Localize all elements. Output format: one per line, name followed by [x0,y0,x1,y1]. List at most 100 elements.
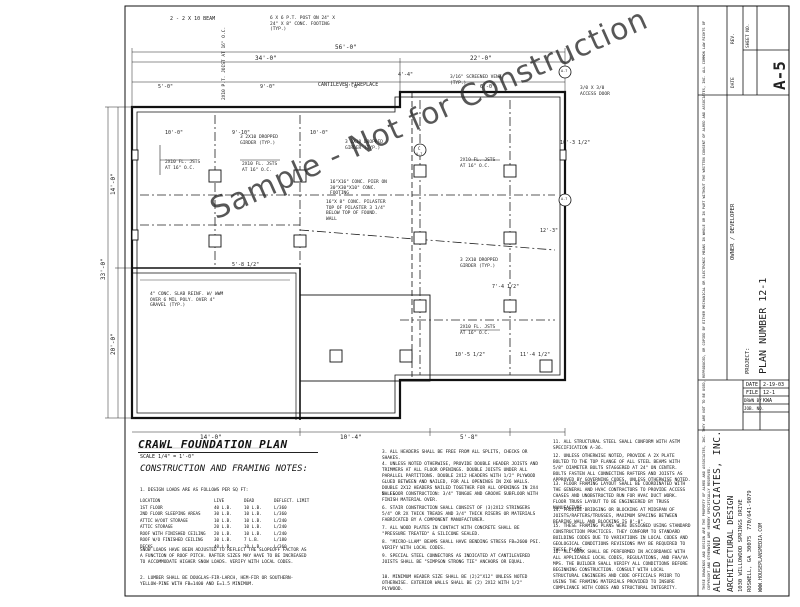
copyright-notice: THESE DRAWINGS AND DESIGN ARE THE PROPER… [702,20,711,590]
note-1b: SNOW LOADS HAVE BEEN ADJUSTED TO REFLECT… [140,548,307,565]
cell: 10 L.B. [214,517,232,523]
dim-left-height: 33'-0" [100,258,107,280]
callout-a7: A-7 [561,69,568,73]
project-name: PLAN NUMBER 12-1 [758,277,769,374]
cell: ROOF W/O FINISHED CEILING [140,537,204,542]
dim-d8: 10'-0" [310,130,329,136]
callout-beam-top: 2 - 2 X 10 BEAM [170,16,216,22]
dim-d7: 9'-10" [232,130,251,136]
callout-a2: A-7 [416,152,423,156]
dim-d4: 4'-4" [398,72,414,78]
callout-screened-vent: 3/16" SCREENED VENT (TYP.) [450,75,502,86]
callout-jets-1: 2X10 FL. JSTS AT 16" O.C. [165,160,201,171]
note-5: 5. FLOOR CONSTRUCTION: 3/4" TONGUE AND G… [382,492,538,503]
note-11: 11. ALL STRUCTURAL STEEL SHALL CONFORM W… [553,440,680,451]
cell: ATTIC STORAGE [140,524,173,529]
date-label: DATE [746,382,759,388]
header-live: LIVE [214,498,225,503]
dim-bottom-right1: 10'-4" [340,434,362,441]
callout-girder-3: 3 2X10 DROPPED GIRDER (TYP.) [460,258,498,269]
company-division: ARCHITECTURAL DESIGN [726,495,735,592]
note-7: 7. ALL WOOD PLATES IN CONTACT WITH CONCR… [382,526,520,537]
callout-a7b: A-7 [561,197,568,201]
dim-d5: 6'-0" [480,84,496,90]
cell: L/240 [274,530,287,536]
note-1: 1. DESIGN LOADS ARE AS FOLLOWS PER SQ FT… [140,488,249,493]
section-callouts [413,65,572,207]
cell: L/240 [274,517,287,523]
job-label: JOB. NO. [744,406,765,411]
cell: 2ND FLOOR SLEEPING AREAS [140,511,201,516]
callout-cantilever: CANTILEVER FIREPLACE [318,82,379,88]
callout-joist-label: 2X10 P.T. JOIST AT 16" O.C. [222,26,227,100]
piers [131,149,567,373]
company-city: ROSWELL, GA 30075 [747,535,753,592]
callout-jets-2: 2X10 FL. JSTS AT 16" O.C. [242,162,278,173]
cell: 20 L.B. [214,530,232,536]
cell: 10 L.B. [244,524,262,529]
cell: L/360 [274,504,287,510]
project-label: PROJECT: [745,347,751,375]
load-table-header: LOCATION LIVE DEAD DEFLECT. LIMIT [140,498,314,505]
cell: 40 L.B. [214,543,232,549]
cell: L/180 [274,537,287,542]
date-value: 2-19-03 [763,382,785,388]
callout-slab: 4" CONC. SLAB REINF. W/ WWM OVER 6 MIL P… [150,292,224,308]
cell: 10 L.B. [244,517,262,523]
cell: 1ST FLOOR [140,504,163,510]
callout-girder-2: 3 2X10 DROPPED GIRDER (TYP.) [345,140,383,151]
cell: 40 L.B. [214,504,232,510]
sheet-label: SHEET NO. [746,23,751,48]
plan-scale: SCALE 1/4" = 1'-0" [140,454,195,460]
company-phone: 770/641-9079 [747,490,753,530]
cell: L/240 [274,524,287,529]
cell: 30 L.B. [214,537,232,542]
cell: 10 L.B. [244,511,262,516]
notes-heading: CONSTRUCTION AND FRAMING NOTES: [140,464,308,474]
foundation-walls [130,90,567,420]
rev-label: REV. [731,33,736,44]
dim-d10: 10'-3 1/2" [560,140,591,146]
cell: ROOF WITH FINISHED CEILING [140,530,206,536]
file-label: FILE [746,390,759,396]
dimension-lines [105,48,566,436]
dim-d11: 10'-5 1/2" [455,352,486,358]
dim-bottom-mid: 14'-0" [200,434,222,441]
note-3: 3. ALL HEADERS SHALL BE FREE FROM ALL SP… [382,450,528,461]
note-12: 12. UNLESS OTHERWISE NOTED, PROVIDE A 2X… [553,454,691,483]
dim-d14: 7'-4 1/2" [492,284,520,290]
dim-d6: 10'-0" [165,130,184,136]
dim-d3: 9'-0" [260,84,276,90]
table-row: ATTIC STORAGE 20 L.B. 10 L.B. L/240 [140,524,314,531]
load-table: LOCATION LIVE DEAD DEFLECT. LIMIT 1ST FL… [140,498,314,550]
note-8: 8. "MICRO-LLAM" BEAMS SHALL HAVE BENDING… [382,540,541,551]
header-deflect: DEFLECT. LIMIT [274,498,310,503]
dim-d12: 11'-4 1/2" [520,352,551,358]
dim-lower-height: 20'-0" [110,333,117,355]
note-14: 14. PROVIDE BRIDGING OR BLOCKING AT MIDS… [553,508,678,525]
dim-overall: 56'-0" [335,44,357,51]
drawn-value: KWA [763,398,773,404]
callout-post-top: 6 X 6 P.T. POST ON 24" X 24" X 8" CONC. … [270,16,336,32]
company-name: ALRED AND ASSOCIATES, INC. [712,430,723,592]
callout-c: C [418,146,421,151]
cell: 10 L.B. [244,543,262,549]
callout-jets-3: 2X10 FL. JSTS AT 16" O.C. [460,158,496,169]
rev-date-label: DATE [731,77,736,88]
company-web: WWW.HOUSEPLANSMEDIA.COM [758,522,764,592]
note-16: 16. ALL WORK SHALL BE PERFORMED IN ACCOR… [553,550,688,591]
dim-d2: 5'-0" [345,84,361,90]
owner-label: OWNER / DEVELOPER [730,203,736,260]
note-6: 6. STAIR CONSTRUCTION SHALL CONSIST OF (… [382,506,536,523]
sheet-number: A-5 [770,61,789,90]
cell: L/360 [274,511,287,516]
cell: 20 L.B. [214,524,232,529]
dim-d9: 5'-8 1/2" [232,262,260,268]
